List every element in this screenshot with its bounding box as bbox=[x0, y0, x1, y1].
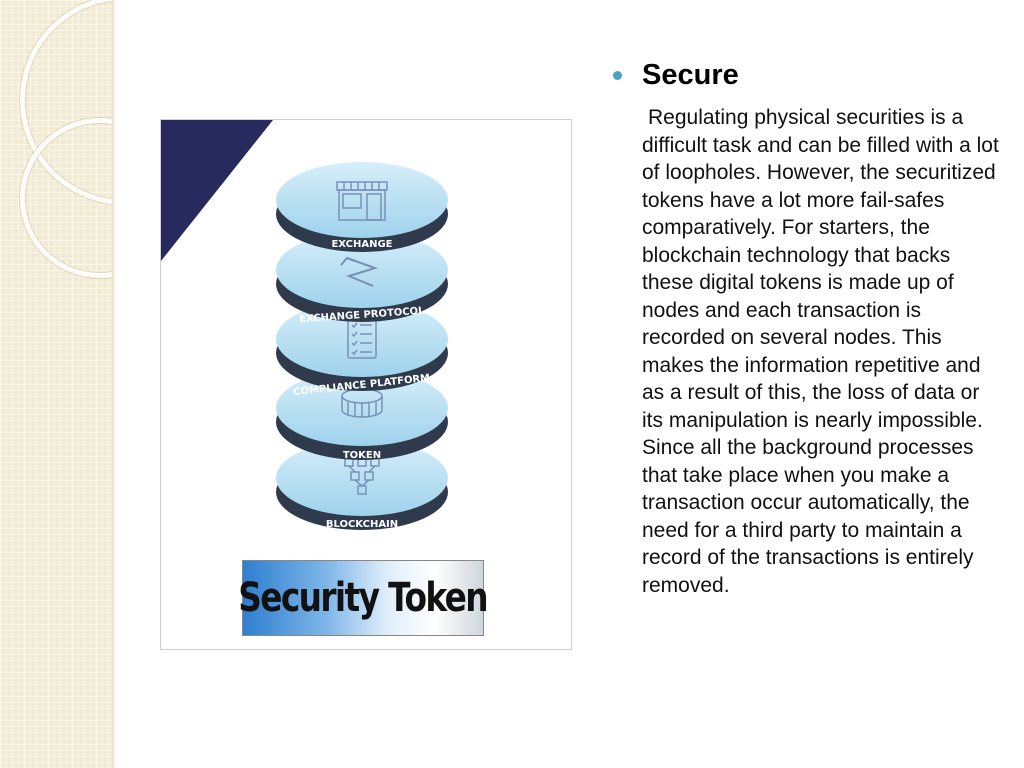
layer-stack: BLOCKCHAIN TOKEN bbox=[276, 162, 448, 530]
security-token-banner: Security Token bbox=[239, 560, 489, 636]
band-edge bbox=[112, 0, 116, 768]
corner-triangle bbox=[161, 120, 273, 261]
content-column: Secure Regulating physical securities is… bbox=[612, 56, 1002, 599]
layer-exchange: EXCHANGE bbox=[276, 162, 448, 252]
zigzag-arrows-icon bbox=[340, 256, 379, 287]
layer-compliance-platform: COMPLIANCE PLATFORM bbox=[276, 301, 448, 398]
layer-label: TOKEN bbox=[343, 450, 381, 461]
layer-blockchain: BLOCKCHAIN bbox=[276, 440, 448, 530]
layer-label: BLOCKCHAIN bbox=[326, 519, 398, 530]
slide-paragraph: Regulating physical securities is a diff… bbox=[642, 106, 999, 597]
storefront-icon bbox=[336, 181, 388, 221]
slide-heading: Secure bbox=[642, 59, 739, 91]
bullet-heading-row: Secure bbox=[612, 56, 1002, 94]
layer-label: EXCHANGE bbox=[331, 239, 392, 250]
decorative-side-band bbox=[0, 0, 112, 768]
banner-text: Security Token bbox=[238, 575, 489, 621]
block-network-icon bbox=[344, 457, 380, 495]
layer-exchange-protocol: EXCHANGE PROTOCOL bbox=[276, 232, 448, 325]
security-token-illustration: BLOCKCHAIN TOKEN bbox=[160, 119, 572, 650]
bullet-icon bbox=[613, 70, 622, 80]
